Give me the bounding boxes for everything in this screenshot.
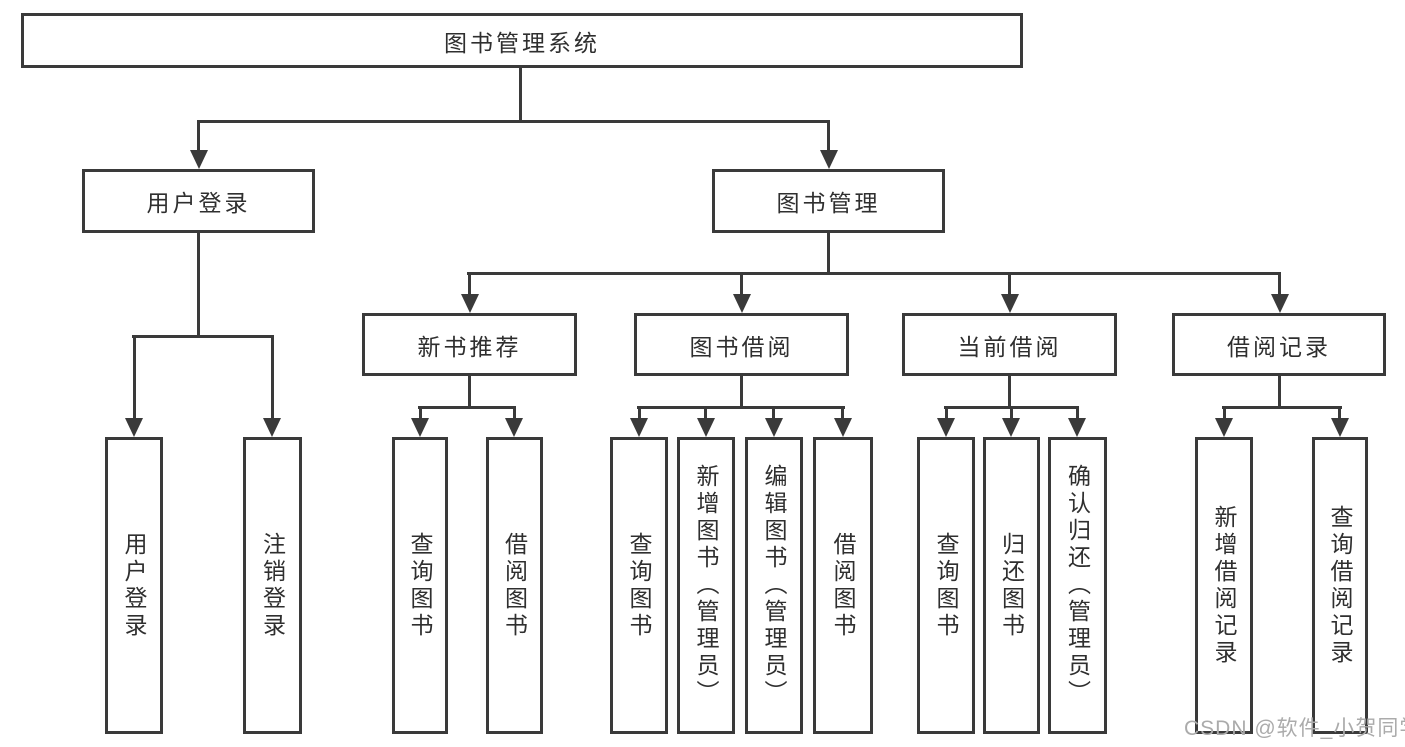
connector-line xyxy=(197,120,200,153)
connector-line xyxy=(1223,406,1226,420)
arrow-down-icon xyxy=(765,418,783,437)
leaf-records-query-borrow-record: 查询借阅记录 xyxy=(1312,437,1368,734)
connector-line xyxy=(740,272,743,296)
node-book-borrowing: 图书借阅 xyxy=(634,313,849,376)
connector-line xyxy=(1076,406,1079,420)
connector-line xyxy=(841,406,844,420)
connector-line xyxy=(418,406,516,409)
arrow-down-icon xyxy=(630,418,648,437)
connector-line xyxy=(1278,374,1281,409)
arrow-down-icon xyxy=(1001,294,1019,313)
node-user-login: 用户登录 xyxy=(82,169,315,233)
connector-line xyxy=(1278,272,1281,296)
arrow-down-icon xyxy=(1215,418,1233,437)
leaf-borrowing-add-books-admin: 新增图书（管理员） xyxy=(677,437,735,734)
connector-line xyxy=(419,406,422,420)
connector-line xyxy=(467,272,1281,275)
connector-line xyxy=(704,406,707,420)
leaf-current-confirm-return-admin: 确认归还（管理员） xyxy=(1048,437,1107,734)
leaf-borrowing-borrow-books: 借阅图书 xyxy=(813,437,873,734)
arrow-down-icon xyxy=(1271,294,1289,313)
leaf-borrowing-edit-books-admin: 编辑图书（管理员） xyxy=(745,437,803,734)
arrow-down-icon xyxy=(1002,418,1020,437)
csdn-watermark: CSDN @软件_小贺同学 xyxy=(1184,717,1405,740)
arrow-down-icon xyxy=(834,418,852,437)
arrow-down-icon xyxy=(461,294,479,313)
leaf-logout: 注销登录 xyxy=(243,437,302,734)
arrow-down-icon xyxy=(1331,418,1349,437)
connector-line xyxy=(740,374,743,409)
leaf-borrowing-query-books: 查询图书 xyxy=(610,437,668,734)
connector-line xyxy=(772,406,775,420)
connector-line xyxy=(1338,406,1341,420)
arrow-down-icon xyxy=(263,418,281,437)
connector-line xyxy=(513,406,516,420)
connector-line xyxy=(133,335,136,419)
connector-line xyxy=(271,335,274,419)
arrow-down-icon xyxy=(505,418,523,437)
connector-line xyxy=(637,406,845,409)
connector-line xyxy=(827,231,830,275)
arrow-down-icon xyxy=(697,418,715,437)
leaf-records-add-borrow-record: 新增借阅记录 xyxy=(1195,437,1253,734)
arrow-down-icon xyxy=(733,294,751,313)
leaf-user-login: 用户登录 xyxy=(105,437,163,734)
connector-line xyxy=(1008,272,1011,296)
node-book-management: 图书管理 xyxy=(712,169,945,233)
connector-line xyxy=(1008,374,1011,409)
arrow-down-icon xyxy=(125,418,143,437)
connector-line xyxy=(945,406,948,420)
connector-line xyxy=(638,406,641,420)
arrow-down-icon xyxy=(411,418,429,437)
connector-line xyxy=(197,231,200,338)
leaf-recommend-borrow-books: 借阅图书 xyxy=(486,437,543,734)
connector-line xyxy=(827,120,830,153)
node-library-management-system: 图书管理系统 xyxy=(21,13,1023,68)
arrow-down-icon xyxy=(190,150,208,169)
connector-line xyxy=(132,335,274,338)
leaf-current-query-books: 查询图书 xyxy=(917,437,975,734)
leaf-current-return-books: 归还图书 xyxy=(983,437,1040,734)
connector-line xyxy=(468,272,471,296)
arrow-down-icon xyxy=(820,150,838,169)
connector-line xyxy=(197,120,830,123)
connector-line xyxy=(1222,406,1342,409)
connector-line xyxy=(468,374,471,409)
node-new-book-recommend: 新书推荐 xyxy=(362,313,577,376)
arrow-down-icon xyxy=(937,418,955,437)
node-borrowing-records: 借阅记录 xyxy=(1172,313,1386,376)
leaf-recommend-query-books: 查询图书 xyxy=(392,437,448,734)
connector-line xyxy=(1010,406,1013,420)
arrow-down-icon xyxy=(1068,418,1086,437)
node-current-borrowing: 当前借阅 xyxy=(902,313,1117,376)
connector-line xyxy=(519,66,522,123)
